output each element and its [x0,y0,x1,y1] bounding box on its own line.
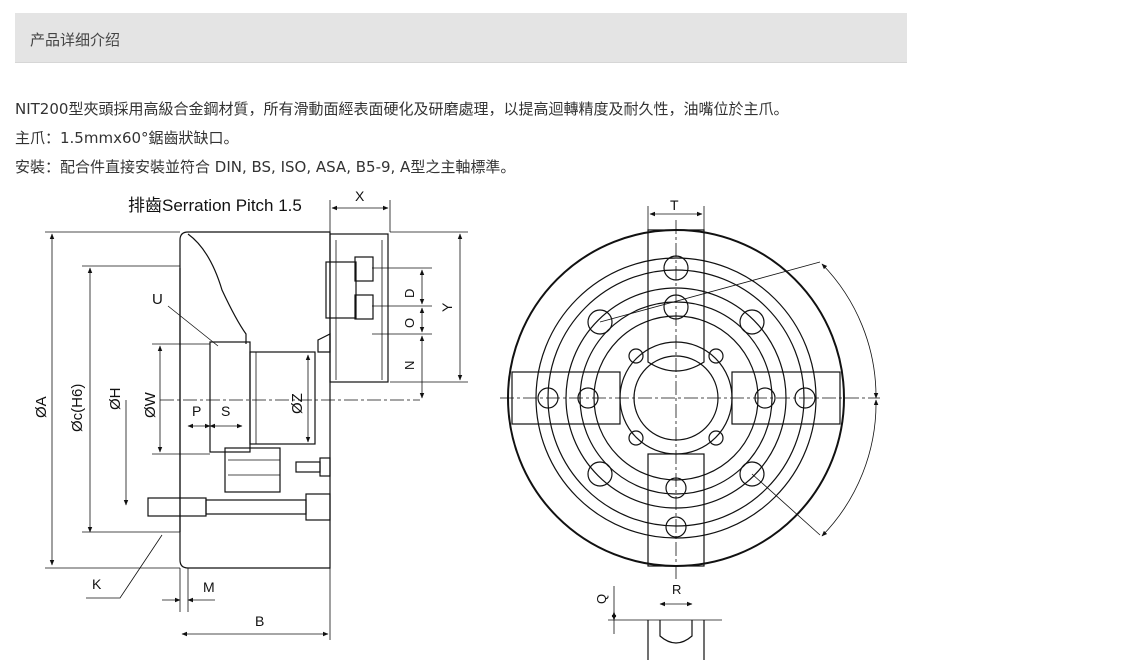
dim-B-label: B [255,613,264,629]
dim-U-label: U [152,291,163,308]
serration-pitch-label: 排齒Serration Pitch 1.5 [128,196,302,215]
mounting-bolt [147,497,207,517]
dim-N-label: N [402,361,417,370]
dim-arc-lower [821,399,879,537]
dim-W-label: ØW [142,391,159,418]
oil-nipple [295,461,321,473]
dim-C-label: Øc(H6) [69,384,86,432]
body-pocket-curve [187,233,247,344]
description-line-master-jaw: 主爪：1.5mmx60°鋸齒狀缺口。 [15,129,239,147]
dim-P-label: P [192,403,201,419]
jaw-screw-pocket [325,261,357,319]
dim-T-label: T [670,197,679,213]
dim-Q-label: Q [594,594,609,604]
description-line-mounting: 安裝：配合件直接安裝並符合 DIN, BS, ISO, ASA, B5-9, A… [15,158,516,176]
rear-flange [224,447,281,493]
dim-K-leader [86,534,163,599]
dim-arc-upper [821,263,879,399]
jaw-block [329,233,389,383]
dim-H-label: ØH [107,388,124,411]
dim-A-label: ØA [33,396,50,418]
dim-O-label: O [402,318,417,328]
jaw-top [647,229,705,372]
dim-Z-label: ØZ [289,393,306,414]
jaw-detail: Q R [594,582,722,660]
side-view: 排齒Serration Pitch 1.5 [33,188,468,640]
section-title: 产品详细介绍 [30,31,121,49]
dim-Y-label: Y [439,302,455,312]
dim-U-leader [167,305,219,347]
description-line-material: NIT200型夾頭採用高級合金鋼材質，所有滑動面經表面硬化及研磨處理，以提高迴轉… [15,100,789,118]
section-header: 产品详细介绍 [15,13,907,63]
dim-D-label: D [402,289,417,298]
dim-S-label: S [221,403,230,419]
dim-K-label: K [92,576,102,592]
dim-R-label: R [672,582,681,597]
jaw-screw-2 [354,294,374,320]
front-view: T Q R [500,197,880,660]
jaw-screw-1 [354,256,374,282]
through-hole-boss [249,351,316,445]
serration-teeth [335,240,383,380]
mounting-holes [587,309,765,487]
dim-X-label: X [355,188,365,204]
spigot [209,341,251,453]
dim-M-label: M [203,579,215,595]
